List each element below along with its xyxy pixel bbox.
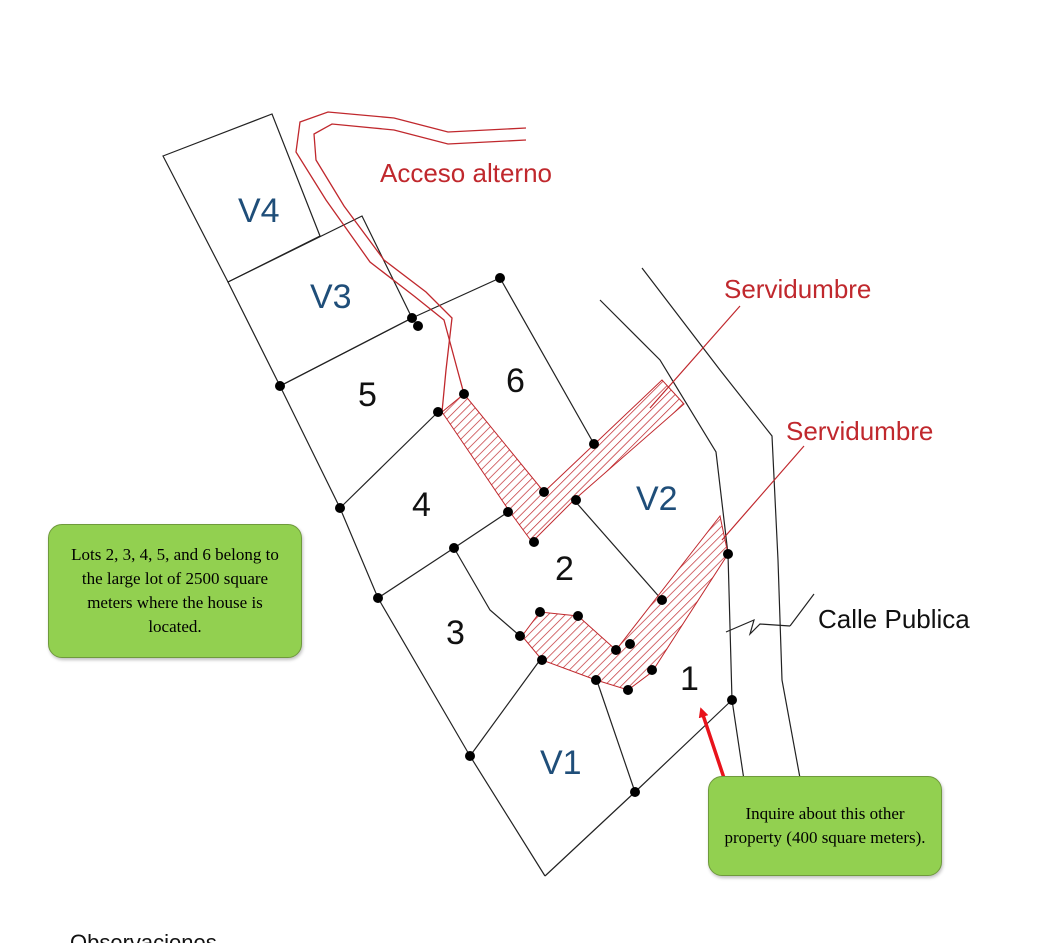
survey-point bbox=[515, 631, 525, 641]
survey-point bbox=[495, 273, 505, 283]
lot-v4-outline bbox=[162, 113, 321, 283]
survey-point bbox=[465, 751, 475, 761]
survey-point bbox=[537, 655, 547, 665]
survey-point bbox=[407, 313, 417, 323]
easement-label-top: Servidumbre bbox=[724, 274, 871, 304]
survey-point bbox=[529, 537, 539, 547]
inquire-arrow bbox=[698, 707, 726, 779]
lot-label-4: 4 bbox=[412, 486, 431, 524]
survey-point bbox=[335, 503, 345, 513]
public-street-label: Calle Publica bbox=[818, 604, 970, 634]
survey-point bbox=[657, 595, 667, 605]
large-lot-callout: Lots 2, 3, 4, 5, and 6 belong to the lar… bbox=[48, 524, 302, 658]
label-leaders bbox=[649, 305, 805, 541]
lot-label-3: 3 bbox=[446, 614, 465, 652]
lot-label-1: 1 bbox=[680, 660, 699, 698]
lot-label-v1: V1 bbox=[540, 744, 582, 782]
survey-point bbox=[373, 593, 383, 603]
easement-areas bbox=[441, 379, 729, 691]
survey-point bbox=[723, 549, 733, 559]
lot-label-5: 5 bbox=[358, 376, 377, 414]
easement-north bbox=[441, 379, 685, 543]
survey-points bbox=[275, 273, 737, 797]
easement-right-leader bbox=[721, 445, 805, 541]
east-street-edge bbox=[599, 299, 745, 781]
street-far-edge bbox=[641, 267, 801, 779]
easement-label-right: Servidumbre bbox=[786, 416, 933, 446]
survey-point bbox=[589, 439, 599, 449]
survey-point bbox=[611, 645, 621, 655]
alternate-access-label: Acceso alterno bbox=[380, 158, 552, 188]
survey-point bbox=[591, 675, 601, 685]
survey-point bbox=[625, 639, 635, 649]
street-break-symbol bbox=[725, 618, 791, 637]
south-boundary bbox=[544, 699, 733, 877]
survey-point bbox=[433, 407, 443, 417]
survey-point bbox=[630, 787, 640, 797]
survey-point bbox=[571, 495, 581, 505]
survey-point bbox=[413, 321, 423, 331]
survey-point bbox=[647, 665, 657, 675]
footer-partial-text: Observaciones bbox=[70, 930, 217, 943]
lot-label-6: 6 bbox=[506, 362, 525, 400]
inquire-callout-text: Inquire about this other property (400 s… bbox=[724, 804, 926, 847]
survey-point bbox=[727, 695, 737, 705]
survey-point bbox=[573, 611, 583, 621]
survey-point bbox=[503, 507, 513, 517]
survey-point bbox=[459, 389, 469, 399]
lot-label-v2: V2 bbox=[636, 480, 678, 518]
inquire-callout: Inquire about this other property (400 s… bbox=[708, 776, 942, 876]
survey-point bbox=[449, 543, 459, 553]
parcel-boundaries bbox=[162, 113, 815, 877]
large-lot-callout-text: Lots 2, 3, 4, 5, and 6 belong to the lar… bbox=[71, 545, 279, 636]
survey-point bbox=[275, 381, 285, 391]
lot-label-v3: V3 bbox=[310, 278, 352, 316]
survey-point bbox=[623, 685, 633, 695]
survey-point bbox=[535, 607, 545, 617]
survey-point bbox=[539, 487, 549, 497]
lot-label-2: 2 bbox=[555, 550, 574, 588]
easement-top-leader bbox=[649, 305, 741, 409]
alternate-access-path bbox=[295, 111, 527, 413]
lot-label-v4: V4 bbox=[238, 192, 280, 230]
